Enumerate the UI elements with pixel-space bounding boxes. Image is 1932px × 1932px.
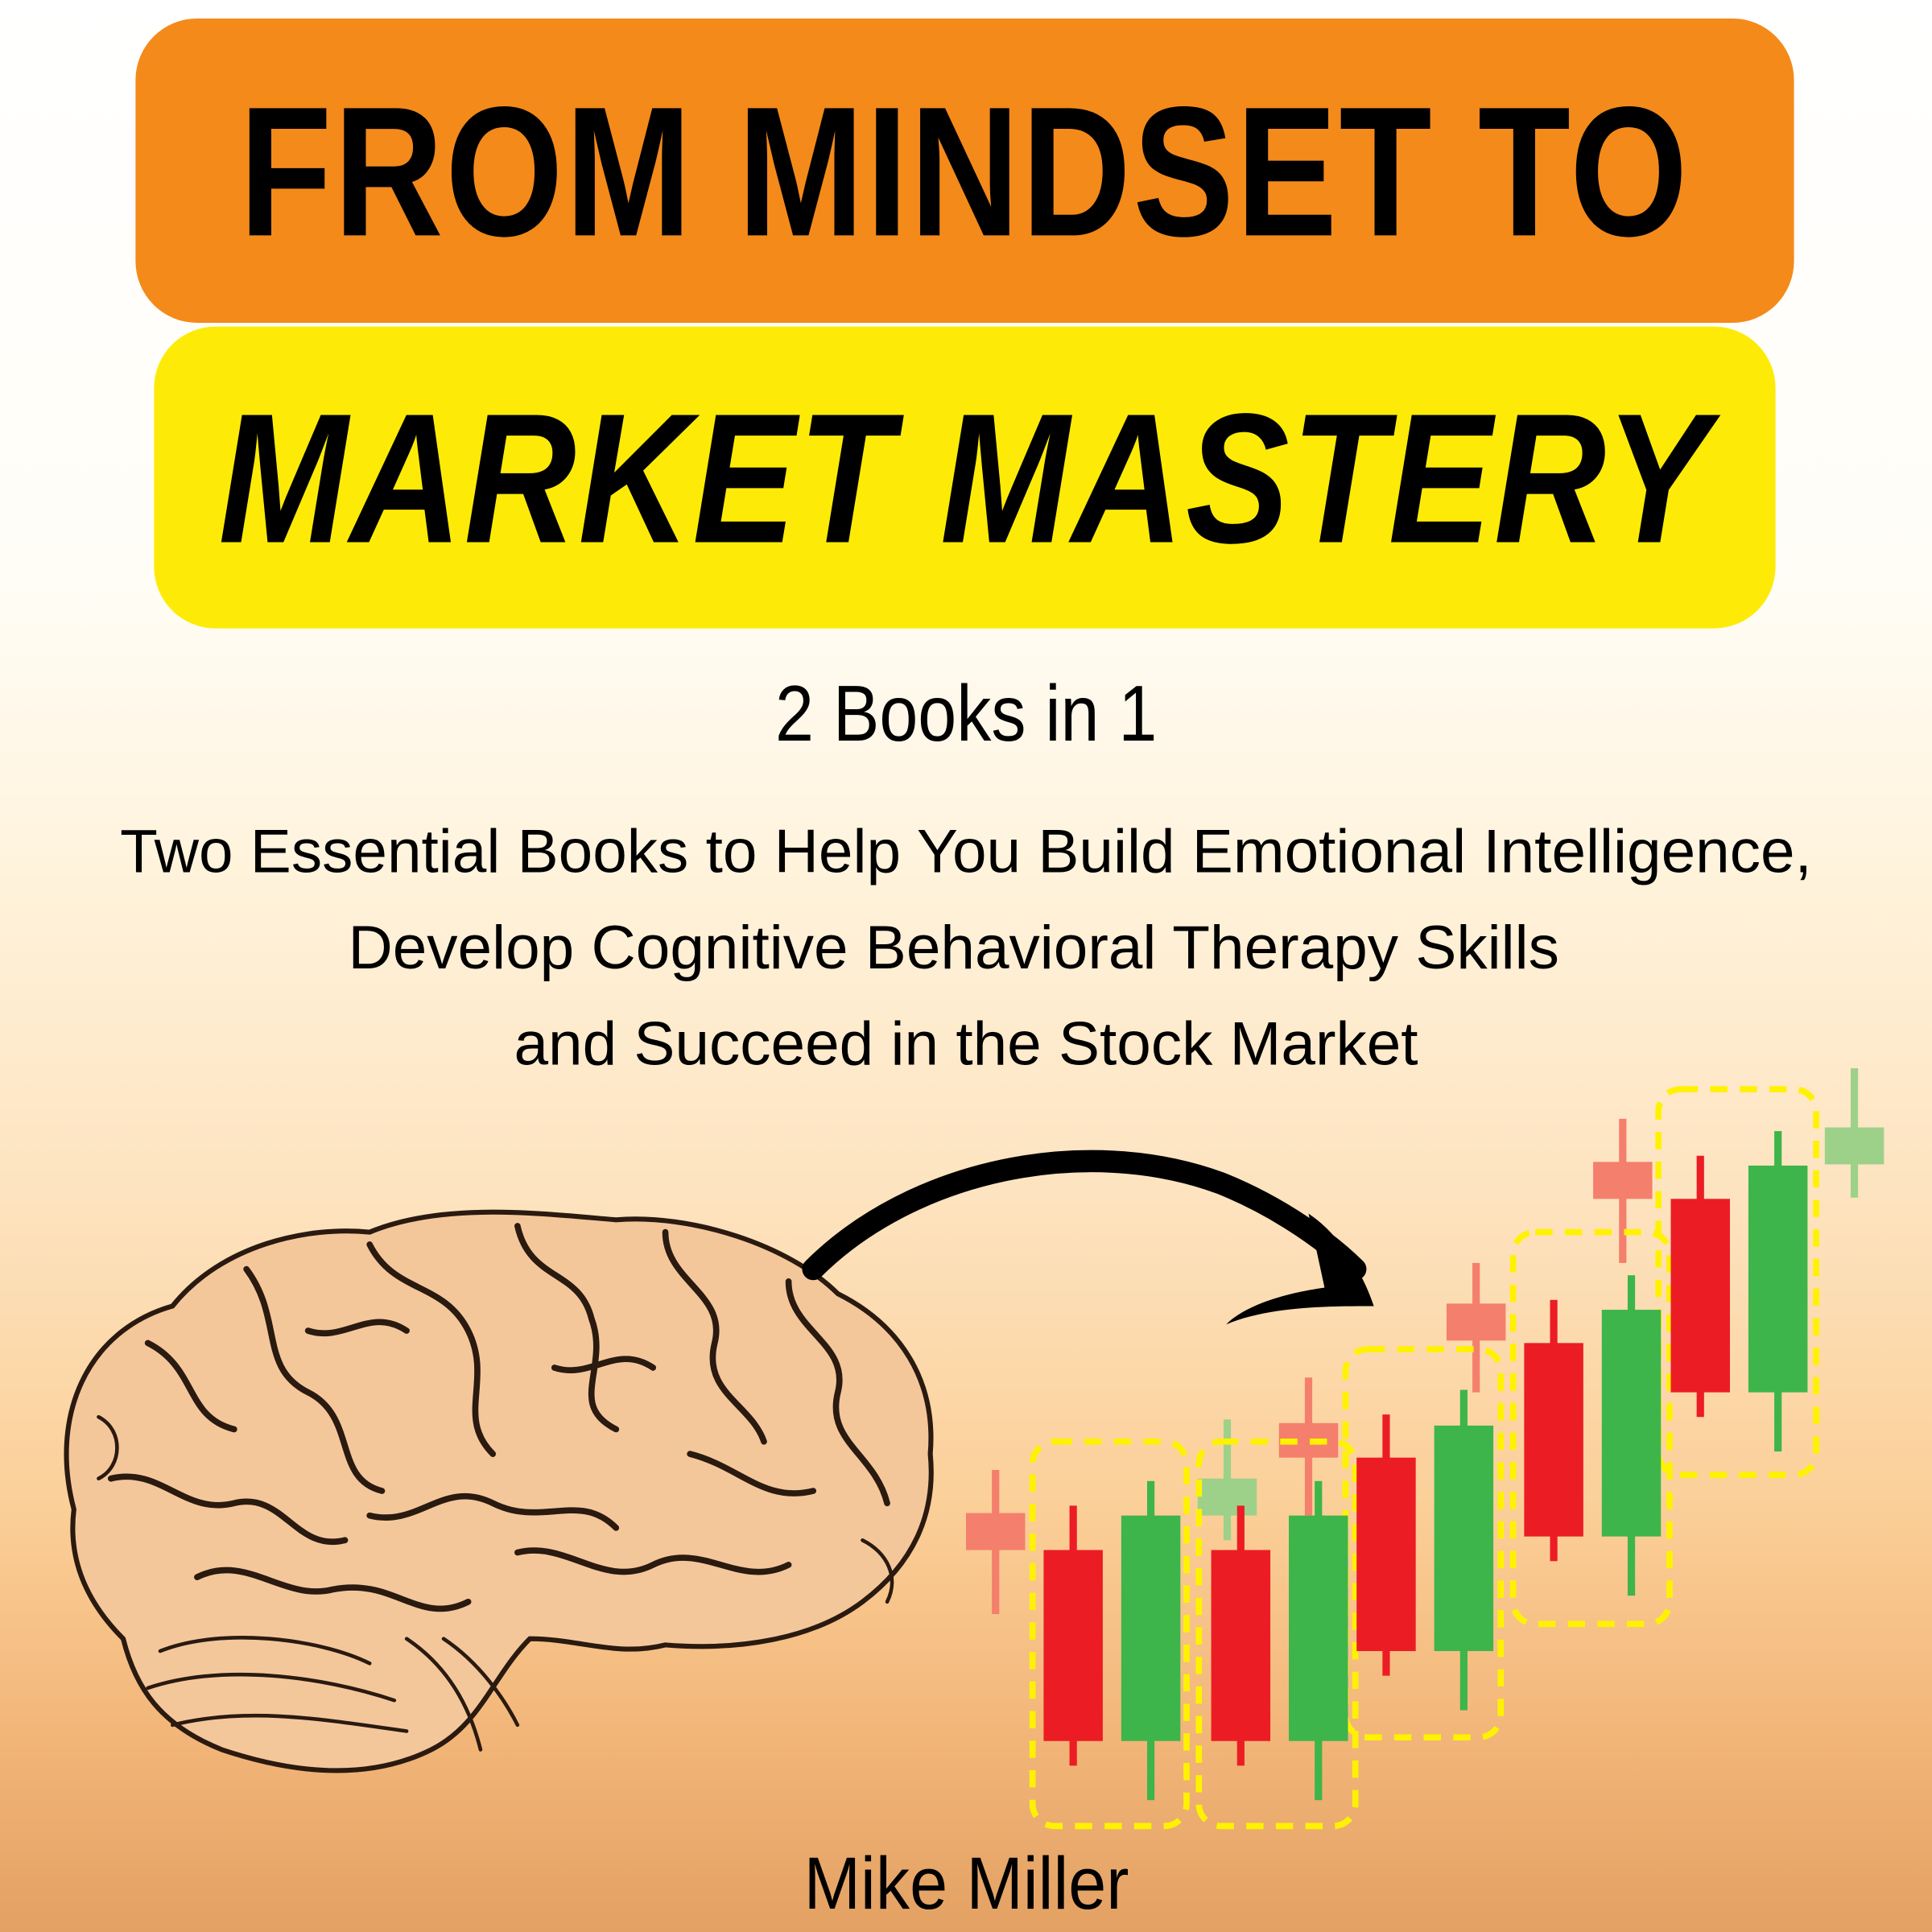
candle-body	[1670, 1199, 1730, 1393]
candle-body	[1356, 1457, 1416, 1652]
title-banner-bottom: MARKET MASTERY	[154, 326, 1776, 629]
title-line-2: MARKET MASTERY	[218, 374, 1711, 581]
faded-candle-body	[1446, 1303, 1506, 1341]
candle-body	[1121, 1515, 1181, 1741]
author-name-text: Mike Miller	[803, 1842, 1129, 1925]
candlestick-chart-icon	[965, 1068, 1885, 1830]
title-banner-top: FROM MINDSET TO	[135, 18, 1794, 324]
title-line-1: FROM MINDSET TO	[239, 67, 1690, 275]
brain-icon	[64, 1209, 934, 1773]
faded-candle-body	[1824, 1127, 1885, 1165]
author-name: Mike Miller	[0, 1841, 1932, 1926]
candle-body	[1524, 1343, 1583, 1537]
candle-body	[1211, 1550, 1271, 1741]
subtitle: 2 Books in 1	[0, 668, 1932, 759]
subtitle-text: 2 Books in 1	[774, 669, 1158, 758]
highlight-box	[1195, 1438, 1359, 1830]
candle-body	[1601, 1310, 1662, 1537]
description-line-2: Develop Cognitive Behavioral Therapy Ski…	[348, 913, 1559, 982]
candle-body	[1043, 1550, 1103, 1741]
description-line-1: Two Essential Books to Help You Build Em…	[120, 816, 1812, 886]
highlight-box	[1655, 1086, 1819, 1478]
candle-body	[1289, 1515, 1348, 1741]
highlight-box	[1029, 1438, 1190, 1830]
faded-candle-body	[1197, 1478, 1257, 1516]
arrow-right-icon	[802, 1150, 1374, 1325]
candle-body	[1748, 1165, 1808, 1393]
faded-candle-body	[1593, 1162, 1653, 1199]
description-line-3: and Succeed in the Stock Market	[514, 1009, 1418, 1079]
faded-candle-body	[965, 1513, 1026, 1550]
candle-body	[1434, 1425, 1494, 1652]
